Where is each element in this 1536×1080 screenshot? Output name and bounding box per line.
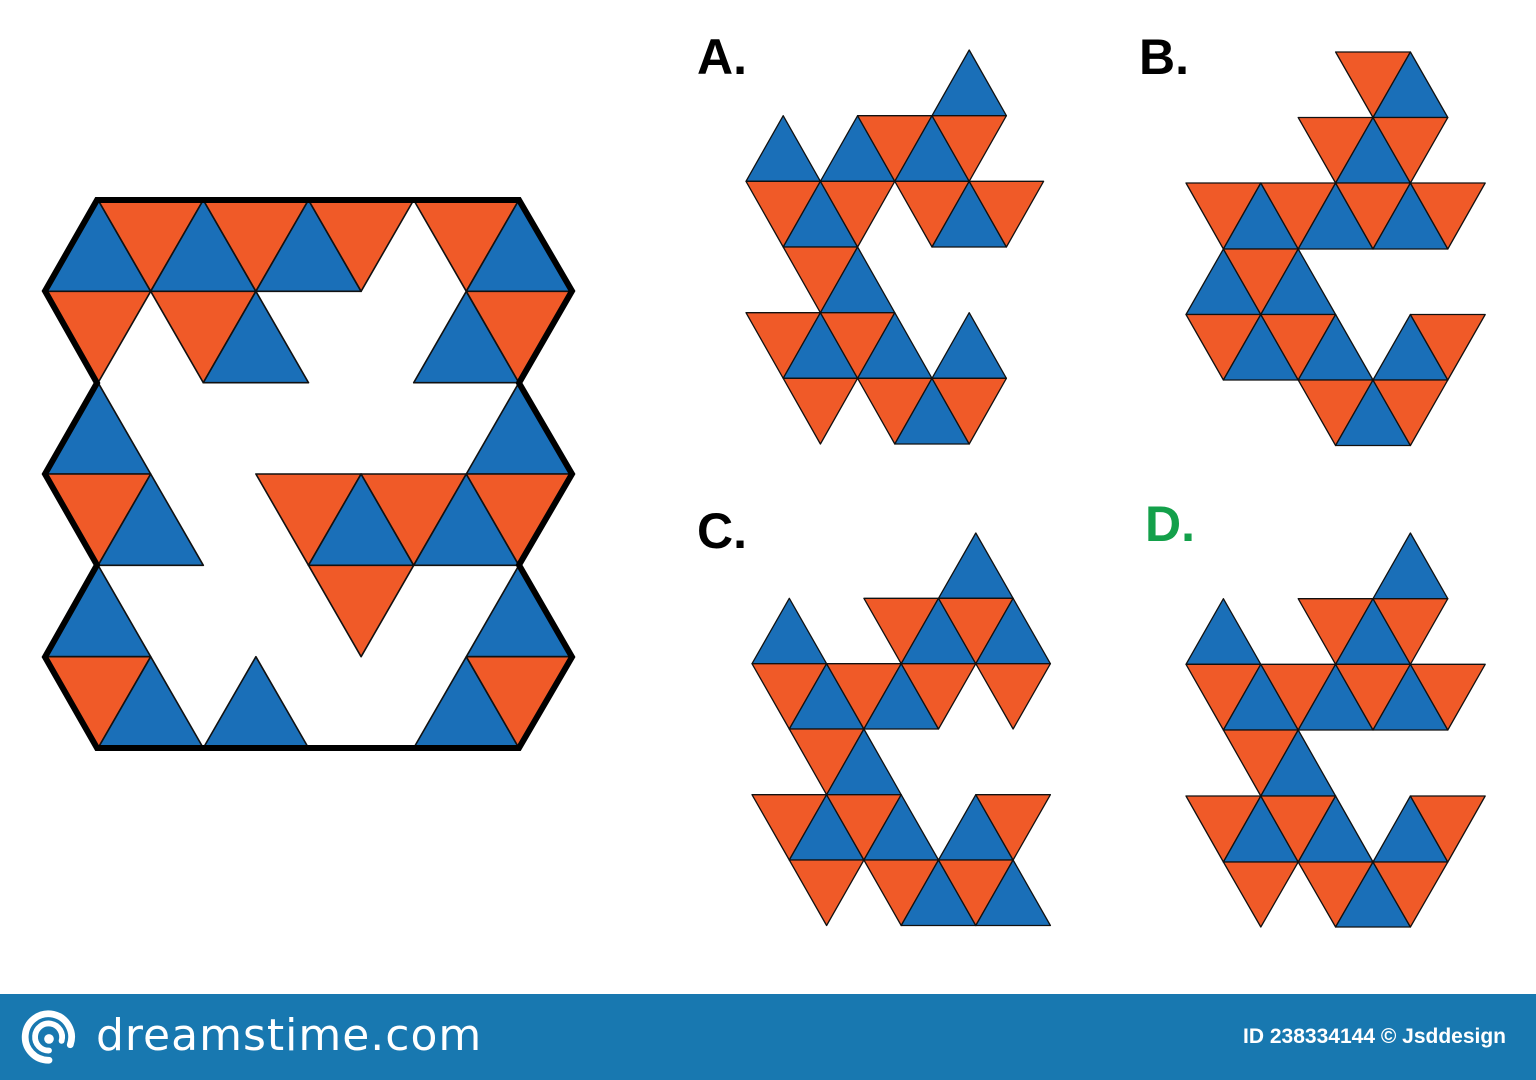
option-d-label[interactable]: D.	[1145, 496, 1195, 552]
blue-triangle	[975, 859, 1052, 927]
orange-triangle	[1409, 313, 1486, 381]
orange-triangle	[1372, 598, 1449, 665]
orange-triangle	[900, 663, 977, 730]
blue-triangle	[465, 381, 573, 475]
orange-triangle	[1372, 861, 1449, 928]
orange-triangle	[975, 663, 1052, 730]
blue-triangle	[931, 312, 1008, 379]
orange-triangle	[975, 794, 1052, 861]
blue-triangle	[44, 564, 152, 658]
orange-triangle	[819, 180, 896, 248]
blue-triangle	[937, 532, 1014, 599]
brand-name: dreamstime.com	[96, 1010, 483, 1061]
watermark-footer-bar: dreamstime.com ID 238334144 © Jsddesign	[0, 994, 1536, 1080]
option-c-label[interactable]: C.	[697, 503, 747, 559]
orange-triangle	[1372, 116, 1449, 184]
orange-triangle	[931, 377, 1008, 445]
option-c-figure[interactable]	[751, 532, 1052, 927]
option-d-figure[interactable]	[1185, 532, 1486, 928]
option-a-label[interactable]: A.	[697, 29, 747, 85]
blue-triangle	[44, 381, 152, 475]
blue-triangle	[465, 564, 573, 658]
blue-triangle	[202, 655, 310, 749]
orange-triangle	[1409, 182, 1486, 250]
hexagon-outline	[41, 197, 576, 751]
orange-triangle	[782, 377, 859, 445]
blue-triangle	[1185, 598, 1262, 665]
orange-triangle	[931, 115, 1008, 182]
main-figure-hexagon	[41, 197, 576, 751]
blue-triangle	[1372, 532, 1449, 600]
image-credit: ID 238334144 © Jsddesign	[1243, 1025, 1506, 1048]
orange-triangle	[1409, 795, 1486, 863]
option-b-figure[interactable]	[1185, 51, 1486, 447]
orange-triangle	[1372, 379, 1449, 447]
blue-triangle	[751, 597, 828, 665]
orange-triangle	[1222, 861, 1299, 928]
orange-triangle	[307, 564, 415, 658]
blue-triangle	[97, 473, 205, 567]
orange-triangle	[968, 180, 1045, 248]
option-b-label[interactable]: B.	[1139, 29, 1189, 85]
orange-triangle	[788, 859, 865, 927]
option-a-figure[interactable]	[745, 49, 1045, 445]
spiral-logo-icon	[21, 1010, 75, 1064]
orange-triangle	[44, 290, 152, 384]
orange-triangle	[1409, 663, 1486, 731]
blue-triangle	[202, 290, 310, 384]
puzzle-canvas	[41, 49, 1486, 928]
blue-triangle	[745, 115, 822, 182]
blue-triangle	[931, 49, 1008, 117]
